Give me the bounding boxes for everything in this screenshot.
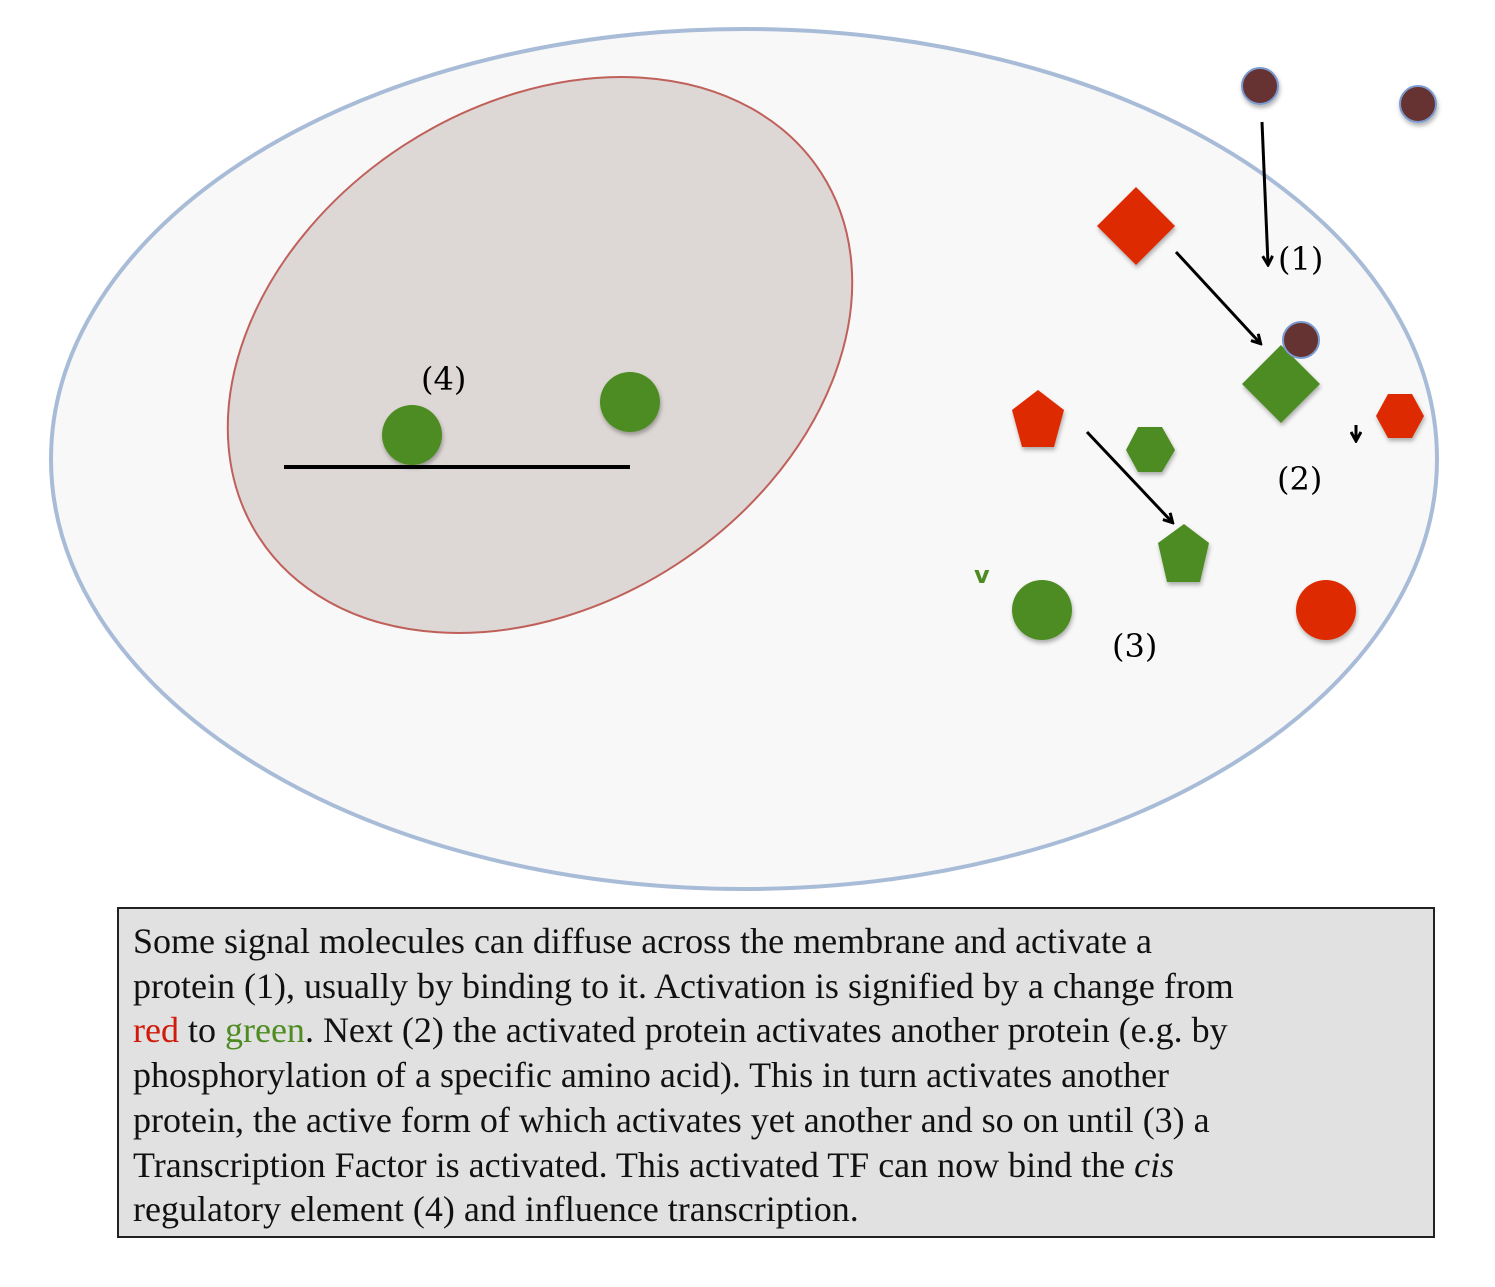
bound-transcription-factor (382, 405, 442, 465)
caption-line: regulatory element (4) and influence tra… (133, 1189, 859, 1230)
green-word: green (224, 1010, 305, 1051)
active-diamond-protein (1242, 345, 1320, 423)
signaling-diagram: (4) (1) (2) v (3) (49, 27, 1439, 891)
arrow-step-2 (1174, 250, 1260, 343)
nucleus (226, 76, 854, 634)
caption-line: Transcription Factor is activated. This … (133, 1143, 1419, 1188)
caption-text: . Next (2) the activated protein activat… (304, 1010, 1228, 1051)
arrow-step-3 (1085, 430, 1172, 522)
label-step-1: (1) (1278, 240, 1323, 278)
inactive-pentagon-protein (1012, 390, 1064, 447)
signal-molecule (1241, 67, 1279, 105)
inactive-transcription-factor (1296, 580, 1356, 640)
label-step-3: (3) (1112, 627, 1157, 665)
label-step-2: (2) (1277, 460, 1322, 498)
italic-cis: cis (1134, 1144, 1175, 1185)
red-word: red (133, 1010, 179, 1051)
signal-molecule (1399, 85, 1437, 123)
active-transcription-factor-cytoplasm (1012, 580, 1072, 640)
active-pentagon-protein (1158, 524, 1209, 582)
caption-line: Some signal molecules can diffuse across… (133, 921, 1152, 961)
green-mark: v (974, 561, 990, 589)
label-step-4: (4) (421, 360, 466, 398)
caption-text: to (178, 1010, 225, 1051)
active-hexagon-protein (1126, 427, 1175, 472)
caption-line: protein (1), usually by binding to it. A… (133, 965, 1234, 1006)
active-transcription-factor (600, 372, 660, 432)
caption-text: Transcription Factor is activated. This … (133, 1144, 1135, 1185)
caption-line: red to green. Next (2) the activated pro… (133, 1008, 1419, 1053)
caption-line: protein, the active form of which activa… (133, 1099, 1210, 1140)
inactive-diamond-protein (1097, 187, 1175, 265)
caption-box: Some signal molecules can diffuse across… (117, 907, 1435, 1238)
inactive-hexagon-protein (1376, 394, 1424, 438)
caption-line: phosphorylation of a specific amino acid… (133, 1055, 1170, 1096)
arrow-step-1 (1260, 121, 1268, 264)
bound-signal-molecule (1282, 321, 1320, 359)
